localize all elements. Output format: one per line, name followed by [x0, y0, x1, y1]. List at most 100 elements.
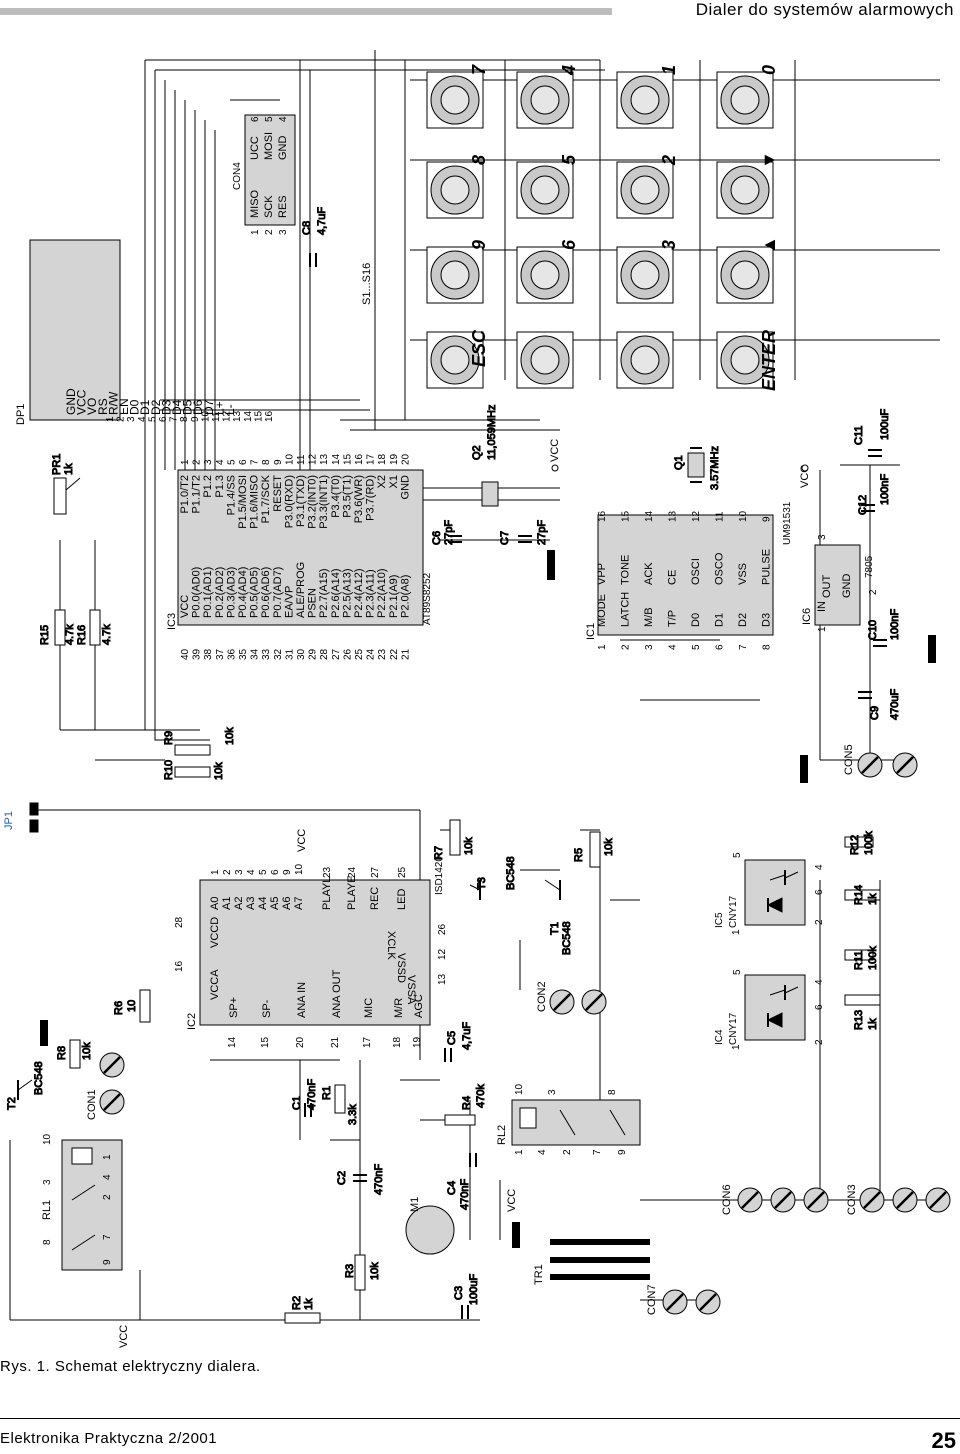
dp1-pin-name: L-: [223, 404, 237, 415]
ic1-pin-name: D1: [714, 613, 726, 627]
component-ref: R7: [433, 846, 445, 860]
component-ref: R10: [163, 760, 175, 780]
component-ref: PR1: [51, 454, 63, 475]
dp1-pin-number: 6: [158, 416, 169, 422]
tr1-ref: TR1: [533, 1264, 545, 1285]
component-ref: R13: [853, 1010, 865, 1030]
component-value: 470uF: [889, 689, 901, 720]
resistor: [139, 989, 151, 1023]
component-value: 100nF: [879, 474, 891, 505]
rl1-pin-number: 1: [102, 1154, 113, 1160]
ic3-pin-number: 12: [308, 453, 319, 465]
component-ref: Q2: [471, 445, 483, 460]
ic1-pin-number: 13: [668, 510, 679, 522]
dp1-pin-number: 10: [200, 410, 211, 422]
component-value: 100k: [863, 831, 875, 855]
ic1-pin-name: VPP: [596, 563, 608, 585]
resistor: [54, 609, 66, 646]
ic2-pin-number: 27: [370, 866, 381, 878]
component-value: 100k: [867, 946, 879, 970]
dp1-pin-name: D6: [191, 399, 205, 415]
optocoupler-ic4: IC4 CNY17: [714, 974, 806, 1045]
resistor: [444, 1114, 476, 1126]
q2-crystal: [481, 481, 499, 507]
ic3-pin-number: 29: [308, 648, 319, 660]
component-ref: T3: [476, 877, 488, 890]
ic2-pin-number: 9: [282, 869, 293, 875]
component-value: BC548: [561, 921, 573, 955]
lcd-connector: DP1 GND1VCC2VO3RS4R/W5EN6D07D18D29D310D4…: [15, 239, 275, 425]
component-value: 10k: [463, 837, 475, 855]
ic2-pin-number: 16: [174, 960, 185, 972]
header-bar: [0, 8, 612, 15]
ic3-part: AT89S8252: [422, 572, 433, 625]
ic3-ref: IC3: [166, 613, 178, 630]
ic3-pin-number: 39: [192, 648, 203, 660]
component-ref: R12: [849, 835, 861, 855]
component-value: 1k: [867, 1018, 879, 1030]
ic1-pin-name: M/B: [643, 607, 655, 627]
ic4-ref: IC4: [714, 1029, 725, 1045]
dp1-pin-name: D2: [149, 399, 163, 415]
component-value: 470nF: [373, 1164, 385, 1195]
footer-rule: [0, 1418, 960, 1419]
ic3-pin-number: 4: [215, 459, 226, 465]
ic2-pin-name: REC: [369, 887, 381, 910]
ic3-pin-name: P2.1(A9): [388, 575, 400, 618]
component-ref: R11: [853, 951, 865, 970]
ic1-pin-number: 6: [715, 644, 726, 650]
component-ref: R8: [56, 1046, 68, 1060]
dp1-pin-name: GND: [64, 388, 78, 415]
ic6-pin-number: 1: [817, 626, 828, 632]
dp1-pin-number: 5: [147, 416, 158, 422]
ic2-pin-name: AGC: [413, 994, 425, 1018]
component-value: 27pF: [536, 520, 548, 545]
ic3-pin-name: P1.3: [214, 475, 226, 498]
rl1-pin-number: 9: [102, 1259, 113, 1265]
ic1-pin-number: 7: [738, 644, 749, 650]
component-ref: C12: [857, 495, 869, 515]
resistor: [334, 1084, 346, 1114]
ic3-pin-number: 5: [226, 459, 237, 465]
ic2-pin-name: PLAYL: [321, 877, 333, 910]
ic3-pin-number: 25: [354, 648, 365, 660]
component-value: 10k: [213, 762, 225, 780]
dp1-pin-number: 8: [179, 416, 190, 422]
ic4-pin-number: 2: [814, 1039, 825, 1045]
ic1-pin-number: 10: [738, 510, 749, 522]
con4-pin-name: SCK: [263, 195, 275, 218]
dp1-pin-name: D0: [128, 399, 142, 415]
dp1-pin-name: D4: [170, 399, 184, 415]
con4-pin-number: 1: [250, 229, 261, 235]
dp1-ref: DP1: [15, 404, 27, 425]
ic2-body: [199, 879, 431, 1026]
keypad-key-label: ESC: [469, 329, 489, 367]
relay-rl1: RL1: [41, 1139, 123, 1271]
ic3-pin-number: 32: [273, 648, 284, 660]
ic3-pin-number: 22: [389, 648, 400, 660]
con4-pin-name: MOSI: [263, 132, 275, 160]
dp1-pin-name: L+: [212, 401, 226, 415]
component-value: 470k: [475, 1084, 487, 1108]
rl2-ref: RL2: [496, 1125, 508, 1145]
ic1-pin-number: 12: [691, 510, 702, 522]
dp1-pin-name: D3: [159, 399, 173, 415]
ic5-pin-number: 4: [814, 864, 825, 870]
component-ref: C10: [867, 620, 879, 640]
ic1-pin-name: VSS: [737, 563, 749, 585]
dtmf-ic1: IC1 UM91531 1MODE2LATCH3M/B4T/P5D06D17D2…: [585, 501, 793, 650]
dp1-pin-number: 13: [232, 410, 243, 422]
screw-terminals: CON5 CON2 CON1 CON6: [86, 744, 951, 1315]
dp1-pin-number: 1: [105, 416, 116, 422]
ic3-pin-number: 18: [377, 453, 388, 465]
rl1-ref: RL1: [41, 1200, 53, 1220]
transformer-tr1: TR1: [533, 1239, 650, 1285]
component-value: 4.7k: [101, 624, 113, 645]
ic4-part: CNY17: [728, 1012, 739, 1045]
component-ref: C3: [453, 1286, 465, 1300]
component-ref: C8: [301, 221, 313, 235]
resistor: [844, 889, 881, 901]
component-ref: R5: [573, 848, 585, 862]
